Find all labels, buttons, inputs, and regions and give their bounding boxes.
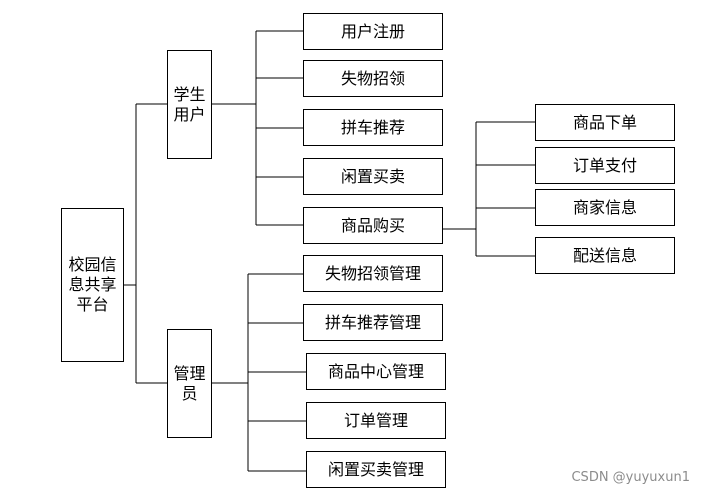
student-item-lost-found: 失物招领 <box>303 60 443 97</box>
purchase-item-label: 商家信息 <box>572 197 637 217</box>
student-item-label: 商品购买 <box>340 215 405 235</box>
student-user-node: 学生 用户 <box>167 50 212 159</box>
admin-label: 管理 员 <box>173 363 206 403</box>
admin-node: 管理 员 <box>167 329 212 438</box>
admin-item-idle-trade: 闲置买卖管理 <box>306 451 446 488</box>
admin-item-product-center: 商品中心管理 <box>306 353 446 390</box>
purchase-item-payment: 订单支付 <box>535 147 675 184</box>
admin-item-label: 闲置买卖管理 <box>327 459 424 479</box>
root-node-label: 校园信 息共享 平台 <box>68 255 117 314</box>
student-item-idle-trade: 闲置买卖 <box>303 158 443 195</box>
purchase-item-label: 订单支付 <box>572 155 637 175</box>
purchase-item-merchant: 商家信息 <box>535 189 675 226</box>
student-item-label: 闲置买卖 <box>340 166 405 186</box>
admin-item-carpool: 拼车推荐管理 <box>303 304 443 341</box>
student-item-label: 拼车推荐 <box>340 117 405 137</box>
admin-item-label: 拼车推荐管理 <box>324 312 421 332</box>
student-user-label: 学生 用户 <box>173 84 206 124</box>
root-node: 校园信 息共享 平台 <box>61 208 124 362</box>
purchase-item-label: 配送信息 <box>572 245 637 265</box>
admin-item-label: 失物招领管理 <box>324 263 421 283</box>
purchase-item-order: 商品下单 <box>535 104 675 141</box>
student-item-label: 用户注册 <box>340 21 405 41</box>
purchase-item-delivery: 配送信息 <box>535 237 675 274</box>
student-item-purchase: 商品购买 <box>303 207 443 244</box>
admin-item-label: 商品中心管理 <box>327 361 424 381</box>
admin-item-label: 订单管理 <box>343 410 408 430</box>
admin-item-lost-found: 失物招领管理 <box>303 255 443 292</box>
student-item-label: 失物招领 <box>340 68 405 88</box>
purchase-item-label: 商品下单 <box>572 112 637 132</box>
admin-item-order: 订单管理 <box>306 402 446 439</box>
student-item-register: 用户注册 <box>303 13 443 50</box>
student-item-carpool: 拼车推荐 <box>303 109 443 146</box>
watermark-text: CSDN @yuyuxun1 <box>571 470 690 485</box>
